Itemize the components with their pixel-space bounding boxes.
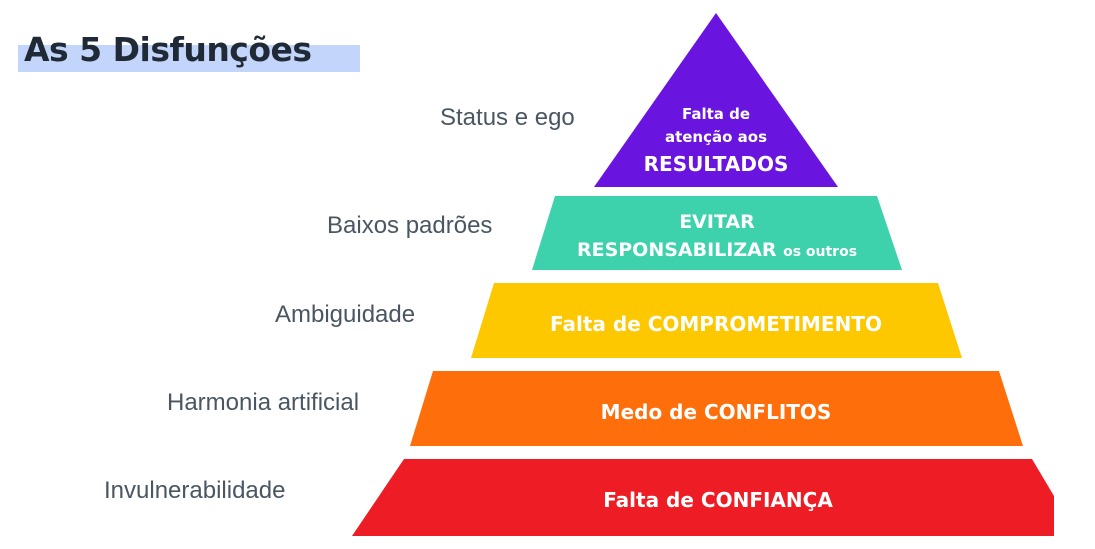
level-conflict-text: Medo de CONFLITOS (600, 400, 832, 424)
level-trust-text: Falta de CONFIANÇA (603, 488, 833, 512)
title-highlight (18, 45, 360, 72)
side-label-artificial-harmony: Harmonia artificial (167, 389, 360, 416)
pyramid-level-conflict (410, 371, 1023, 446)
level-accountability-main: RESPONSABILIZAR (576, 239, 777, 261)
level-accountability-small: os outros (783, 244, 858, 260)
pyramid-level-trust (352, 459, 1054, 536)
pyramid-level-commitment (471, 283, 962, 358)
side-label-status-ego: Status e ego (440, 104, 575, 131)
level-results-line2: atenção aos (664, 128, 768, 146)
level-results-line3: RESULTADOS (643, 152, 789, 176)
level-accountability-line1: EVITAR (679, 211, 755, 233)
pyramid-level-results (594, 13, 838, 187)
level-accountability-line2: RESPONSABILIZAR os outros (577, 236, 857, 266)
level-accountability-text: EVITAR RESPONSABILIZAR os outros (577, 208, 857, 266)
side-label-low-standards: Baixos padrões (327, 212, 493, 239)
level-results-text: Falta de atenção aos RESULTADOS (644, 103, 789, 179)
level-commitment-text: Falta de COMPROMETIMENTO (550, 312, 882, 336)
side-label-invulnerability: Invulnerabilidade (104, 477, 286, 504)
level-results-line1: Falta de (681, 105, 751, 123)
side-label-ambiguity: Ambiguidade (275, 301, 416, 328)
page-title: As 5 Disfunções (24, 30, 312, 69)
pyramid-level-accountability (532, 196, 902, 270)
